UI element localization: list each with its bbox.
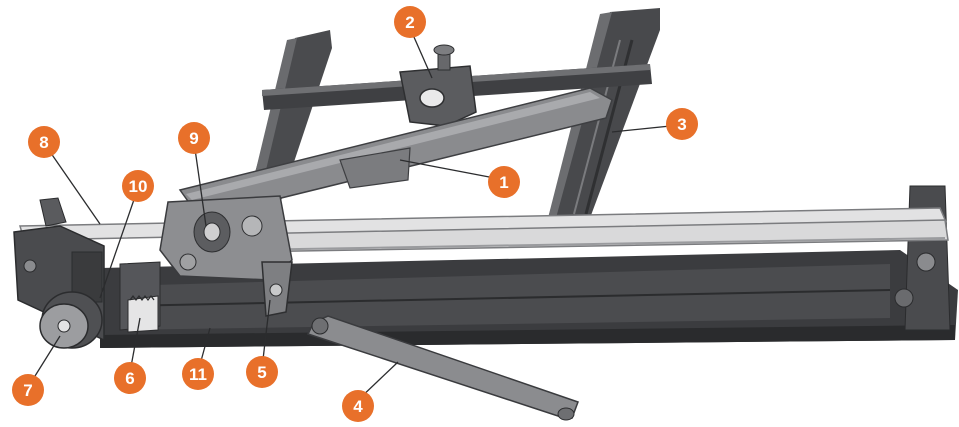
callout-11: 11: [182, 358, 214, 390]
callout-3: 3: [666, 108, 698, 140]
callout-number: 7: [23, 381, 32, 400]
callout-number: 11: [189, 365, 207, 384]
callout-number: 9: [189, 129, 198, 148]
callout-marker: [342, 390, 374, 422]
callout-number: 8: [39, 133, 48, 152]
callout-number: 5: [257, 363, 266, 382]
callout-marker: [488, 166, 520, 198]
callout-marker: [394, 6, 426, 38]
callout-9: 9: [178, 122, 210, 154]
breaking-lever: [306, 315, 579, 421]
callout-number: 10: [129, 177, 148, 196]
callout-marker: [28, 126, 60, 158]
callout-marker: [12, 374, 44, 406]
callout-10: 10: [122, 170, 154, 202]
callout-4: 4: [342, 390, 374, 422]
callout-2: 2: [394, 6, 426, 38]
callout-7: 7: [12, 374, 44, 406]
callout-marker: [182, 358, 214, 390]
callout-layer: 1 2 3 4 5 6 7 8 9 10 11: [12, 6, 698, 422]
callout-marker: [666, 108, 698, 140]
callout-marker: [246, 356, 278, 388]
callout-marker: [114, 362, 146, 394]
callout-number: 4: [353, 397, 363, 416]
callout-number: 1: [499, 173, 508, 192]
scale-plate: [119, 261, 161, 333]
guide-rails: [19, 207, 949, 253]
adjustment-knob: [39, 291, 103, 349]
callout-1: 1: [488, 166, 520, 198]
callout-8: 8: [28, 126, 60, 158]
callout-5: 5: [246, 356, 278, 388]
callout-number: 6: [125, 369, 134, 388]
handle-arm: [178, 87, 613, 219]
callout-marker: [178, 122, 210, 154]
callout-marker: [122, 170, 154, 202]
callout-number: 3: [677, 115, 686, 134]
beam-clamp: [399, 44, 477, 127]
cutting-head: [159, 195, 293, 281]
callout-6: 6: [114, 362, 146, 394]
callout-number: 2: [405, 13, 414, 32]
